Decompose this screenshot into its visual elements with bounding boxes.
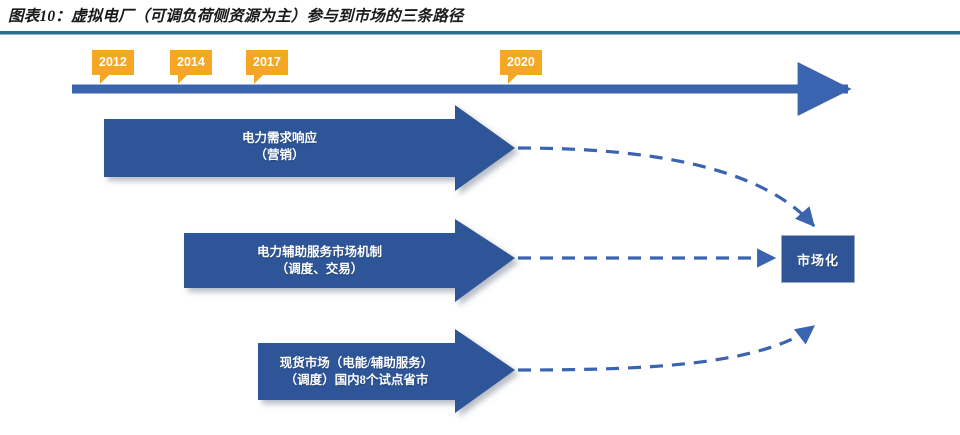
year-badge-2014[interactable]: 2014: [170, 50, 212, 84]
year-badge-label: 2014: [177, 55, 205, 69]
target-box-marketization[interactable]: 市场化: [781, 235, 855, 283]
connector-curve-up: [517, 324, 816, 372]
path-arrow-ancillary-service-market[interactable]: [184, 219, 515, 302]
connector-curve-down: [517, 146, 816, 228]
title-divider: [0, 31, 960, 35]
diagram-canvas: [72, 62, 852, 413]
year-badge-2017[interactable]: 2017: [246, 50, 288, 84]
year-badge-2012[interactable]: 2012: [92, 50, 134, 84]
year-badge-label: 2012: [99, 55, 127, 69]
page-title: 图表10：虚拟电厂（可调负荷侧资源为主）参与到市场的三条路径: [8, 8, 464, 25]
path-arrow-demand-response[interactable]: [104, 105, 515, 191]
year-badge-label: 2017: [253, 55, 281, 69]
year-badge-label: 2020: [507, 55, 535, 69]
year-badge-2020[interactable]: 2020: [500, 50, 542, 84]
target-box-label: 市场化: [796, 252, 839, 268]
path-arrow-spot-market[interactable]: [258, 329, 515, 413]
